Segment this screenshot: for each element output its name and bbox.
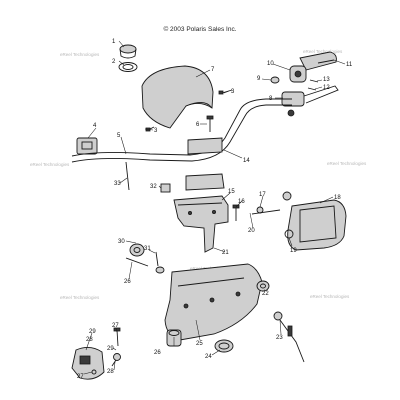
- callout-33: 33: [114, 181, 121, 187]
- callout-7: 7: [211, 67, 215, 73]
- callout-20: 20: [248, 228, 255, 234]
- callout-31: 31: [144, 246, 151, 252]
- screw-12: [307, 87, 317, 91]
- screw-27: [113, 327, 121, 347]
- clip-31: [155, 251, 165, 274]
- callout-6: 6: [196, 122, 200, 128]
- throttle-grip: [289, 51, 337, 83]
- speedo-cable-23: [273, 311, 305, 363]
- nut-28: [111, 353, 121, 367]
- headlight-shroud: [141, 65, 214, 129]
- headlight-18: [282, 191, 347, 251]
- socket-22: [256, 280, 270, 292]
- callout-13: 13: [323, 77, 330, 83]
- callout-16: 16: [238, 199, 245, 205]
- callout-26b: 26: [154, 350, 161, 356]
- callout-10: 10: [267, 61, 274, 67]
- callout-28b: 28: [107, 369, 114, 375]
- callout-9: 9: [257, 76, 261, 82]
- gauge-29: [71, 347, 105, 380]
- watermark-2: eReel Technologies: [303, 49, 343, 54]
- watermark-4: eReel Technologies: [327, 161, 367, 166]
- callout-32: 32: [150, 184, 157, 190]
- clamp-24: [214, 339, 234, 353]
- callout-24: 24: [205, 354, 212, 360]
- callout-29: 29: [89, 329, 96, 335]
- callout-22: 22: [262, 291, 269, 297]
- lower-console: [164, 263, 263, 341]
- callout-labels: 1 2 3 4 5 6 7 8 9 10 11 12 13 14 15 16 1…: [77, 39, 353, 380]
- handlebar-block: [185, 137, 225, 191]
- bolt-16: [232, 204, 240, 221]
- callout-29b: 29: [107, 346, 114, 352]
- callout-8: 8: [269, 96, 273, 102]
- callout-14: 14: [243, 158, 250, 164]
- callout-27: 27: [112, 323, 119, 329]
- bolt-6: [206, 115, 214, 132]
- watermark-3: eReel Technologies: [30, 162, 70, 167]
- callout-18: 18: [334, 195, 341, 201]
- mount-bracket: [173, 195, 229, 253]
- rod-33: [125, 161, 130, 191]
- callout-23: 23: [276, 335, 283, 341]
- watermark-1: eReel Technologies: [60, 52, 100, 57]
- callout-30: 30: [118, 239, 125, 245]
- callout-15: 15: [228, 189, 235, 195]
- callout-1: 1: [112, 39, 116, 45]
- callout-27b: 27: [77, 374, 84, 380]
- callout-12: 12: [323, 85, 330, 91]
- callout-26: 26: [124, 279, 131, 285]
- callout-19: 19: [290, 248, 297, 254]
- callout-21: 21: [222, 250, 229, 256]
- cable-26: [125, 257, 149, 267]
- watermark-6: eReel Technologies: [60, 295, 100, 300]
- callout-25: 25: [196, 341, 203, 347]
- watermark-7: eReel Technologies: [310, 294, 350, 299]
- callout-5: 5: [117, 133, 121, 139]
- copyright-notice: © 2003 Polaris Sales Inc.: [163, 26, 237, 33]
- callout-11: 11: [346, 62, 353, 68]
- grommet-30: [129, 243, 145, 257]
- callout-28: 28: [86, 337, 93, 343]
- washer-9: [270, 76, 280, 84]
- callout-4: 4: [93, 123, 97, 129]
- switch-4: [76, 137, 98, 155]
- callout-3b: 3: [154, 128, 158, 134]
- callout-2: 2: [112, 59, 116, 65]
- bolt-3: [218, 89, 233, 95]
- grommet-part: [118, 44, 138, 72]
- screw-13: [309, 79, 319, 83]
- leader-lines: [83, 40, 346, 375]
- callout-3: 3: [231, 89, 235, 95]
- bolt-17: [251, 206, 281, 215]
- block-32: [160, 183, 171, 193]
- callout-17: 17: [259, 192, 266, 198]
